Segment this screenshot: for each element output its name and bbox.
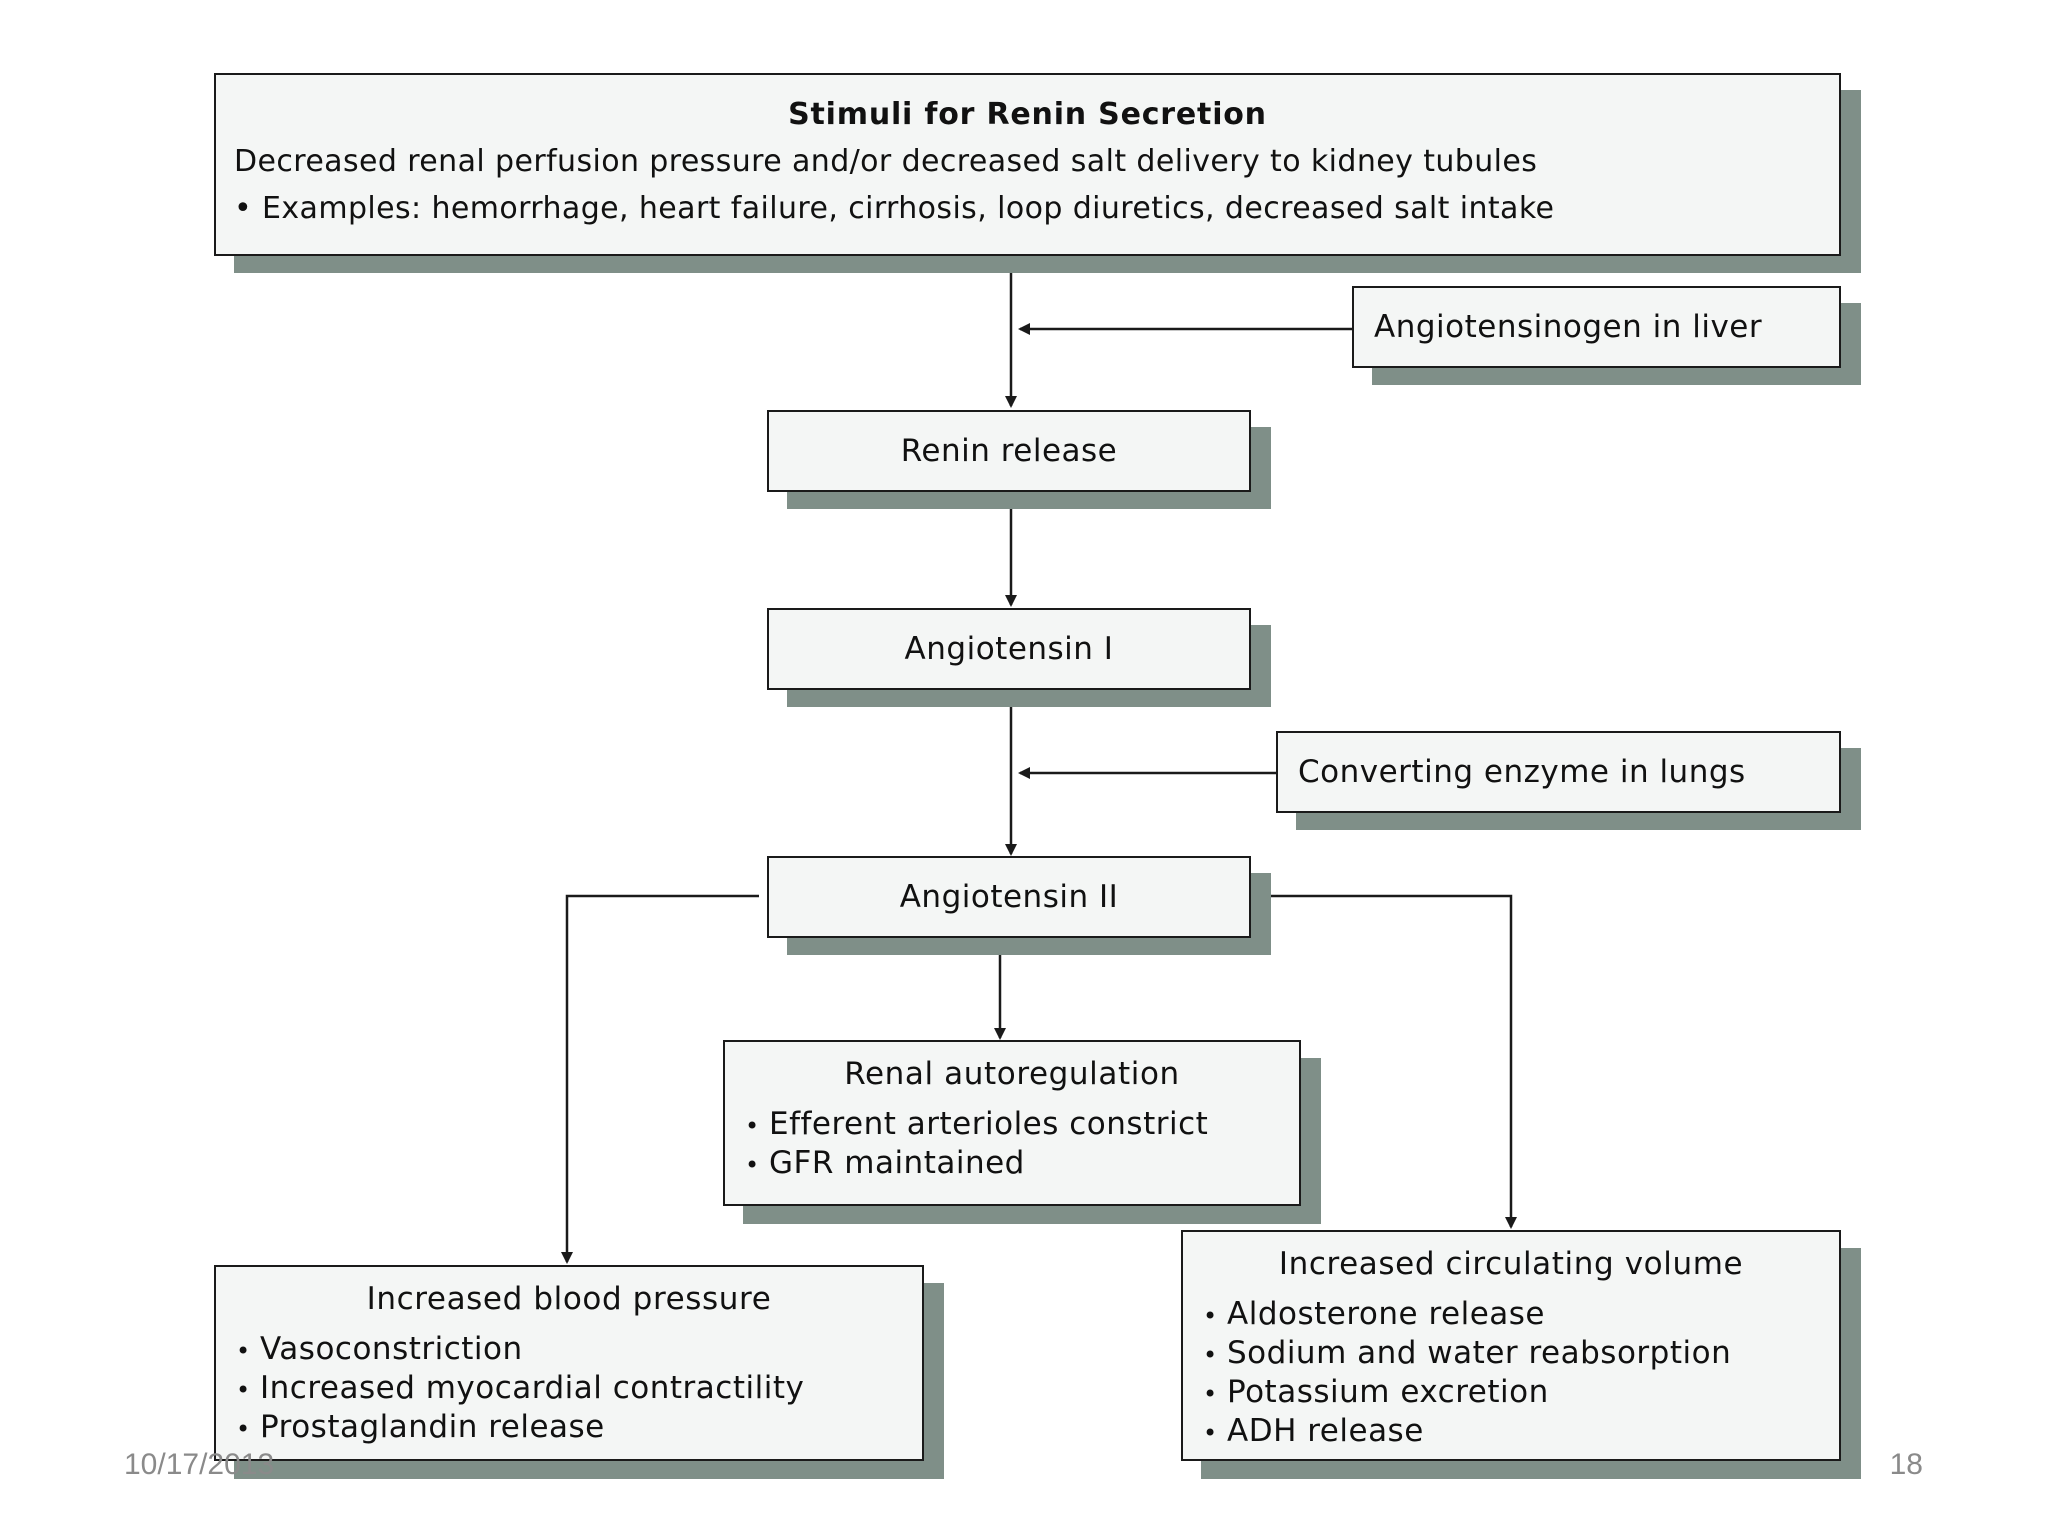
blood-pressure-item: Vasoconstriction — [236, 1331, 922, 1370]
page-number: 18 — [1889, 1448, 1923, 1481]
renal-autoregulation-list: Efferent arterioles constrict GFR mainta… — [725, 1106, 1299, 1184]
circulating-volume-box: Increased circulating volume Aldosterone… — [1181, 1230, 1841, 1461]
circulating-volume-title: Increased circulating volume — [1278, 1246, 1744, 1282]
arrow-ang2-to-volume — [1249, 894, 1517, 1229]
circulating-volume-item: Potassium excretion — [1203, 1374, 1839, 1413]
renal-autoregulation-item: GFR maintained — [745, 1145, 1299, 1184]
circulating-volume-list: Aldosterone release Sodium and water rea… — [1183, 1296, 1839, 1452]
converting-enzyme-box: Converting enzyme in lungs — [1276, 731, 1841, 813]
angiotensin-2-box: Angiotensin II — [767, 856, 1251, 938]
blood-pressure-item: Increased myocardial contractility — [236, 1370, 922, 1409]
circulating-volume-item: Sodium and water reabsorption — [1203, 1335, 1839, 1374]
angiotensinogen-box: Angiotensinogen in liver — [1352, 286, 1841, 368]
blood-pressure-title: Increased blood pressure — [366, 1281, 772, 1317]
converting-enzyme-label: Converting enzyme in lungs — [1298, 754, 1746, 790]
stimuli-title: Stimuli for Renin Secretion — [788, 97, 1267, 132]
renal-autoregulation-item: Efferent arterioles constrict — [745, 1106, 1299, 1145]
circulating-volume-item: ADH release — [1203, 1413, 1839, 1452]
blood-pressure-item: Prostaglandin release — [236, 1409, 922, 1448]
angiotensin-1-label: Angiotensin I — [904, 631, 1114, 667]
stimuli-description: Decreased renal perfusion pressure and/o… — [234, 144, 1538, 179]
footer-date: 10/17/2013 — [124, 1448, 275, 1481]
angiotensin-2-label: Angiotensin II — [899, 879, 1119, 915]
angiotensinogen-label: Angiotensinogen in liver — [1374, 309, 1763, 345]
blood-pressure-box: Increased blood pressure Vasoconstrictio… — [214, 1265, 924, 1461]
renal-autoregulation-title: Renal autoregulation — [844, 1056, 1180, 1092]
stimuli-examples: • Examples: hemorrhage, heart failure, c… — [234, 191, 1555, 226]
renin-release-box: Renin release — [767, 410, 1251, 492]
arrow-ang2-to-blood-pressure — [561, 894, 759, 1264]
renal-autoregulation-box: Renal autoregulation Efferent arterioles… — [723, 1040, 1301, 1206]
blood-pressure-list: Vasoconstriction Increased myocardial co… — [216, 1331, 922, 1448]
stimuli-box: Stimuli for Renin Secretion Decreased re… — [214, 73, 1841, 256]
renin-release-label: Renin release — [900, 433, 1118, 469]
circulating-volume-item: Aldosterone release — [1203, 1296, 1839, 1335]
angiotensin-1-box: Angiotensin I — [767, 608, 1251, 690]
